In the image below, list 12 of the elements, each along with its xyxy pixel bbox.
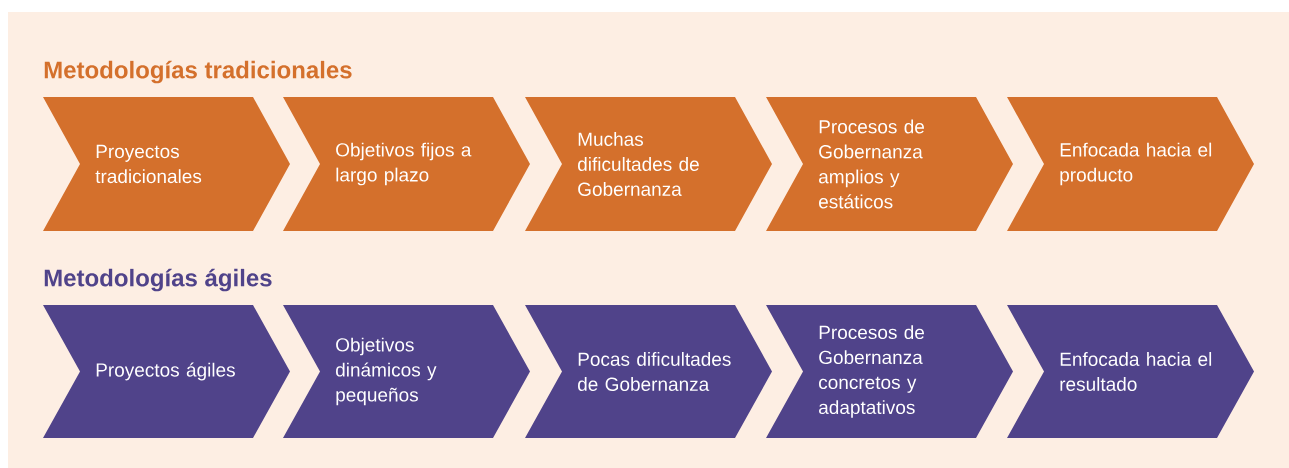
chevron-box: Proyectos ágiles bbox=[43, 305, 290, 438]
section-heading: Metodologías tradicionales bbox=[44, 60, 352, 84]
section-heading: Metodologías ágiles bbox=[44, 268, 272, 292]
chevron-box: Pocas dificultades de Gobernanza bbox=[525, 305, 772, 438]
chevron-box: Enfocada hacia el producto bbox=[1007, 97, 1254, 231]
chevron-box: Muchas dificultades de Gobernanza bbox=[525, 97, 772, 231]
chevron-box: Objetivos fijos a largo plazo bbox=[283, 97, 530, 231]
chevron-box: Enfocada hacia el resultado bbox=[1007, 305, 1254, 438]
chevron-box: Procesos de Gobernanza amplios y estáticos bbox=[766, 97, 1013, 231]
chevron-box: Objetivos dinámicos y pequeños bbox=[283, 305, 530, 438]
chevron-box: Procesos de Gobernanza concretos y adaptativos bbox=[766, 305, 1013, 438]
chevron-box: Proyectos tradicionales bbox=[43, 97, 290, 231]
